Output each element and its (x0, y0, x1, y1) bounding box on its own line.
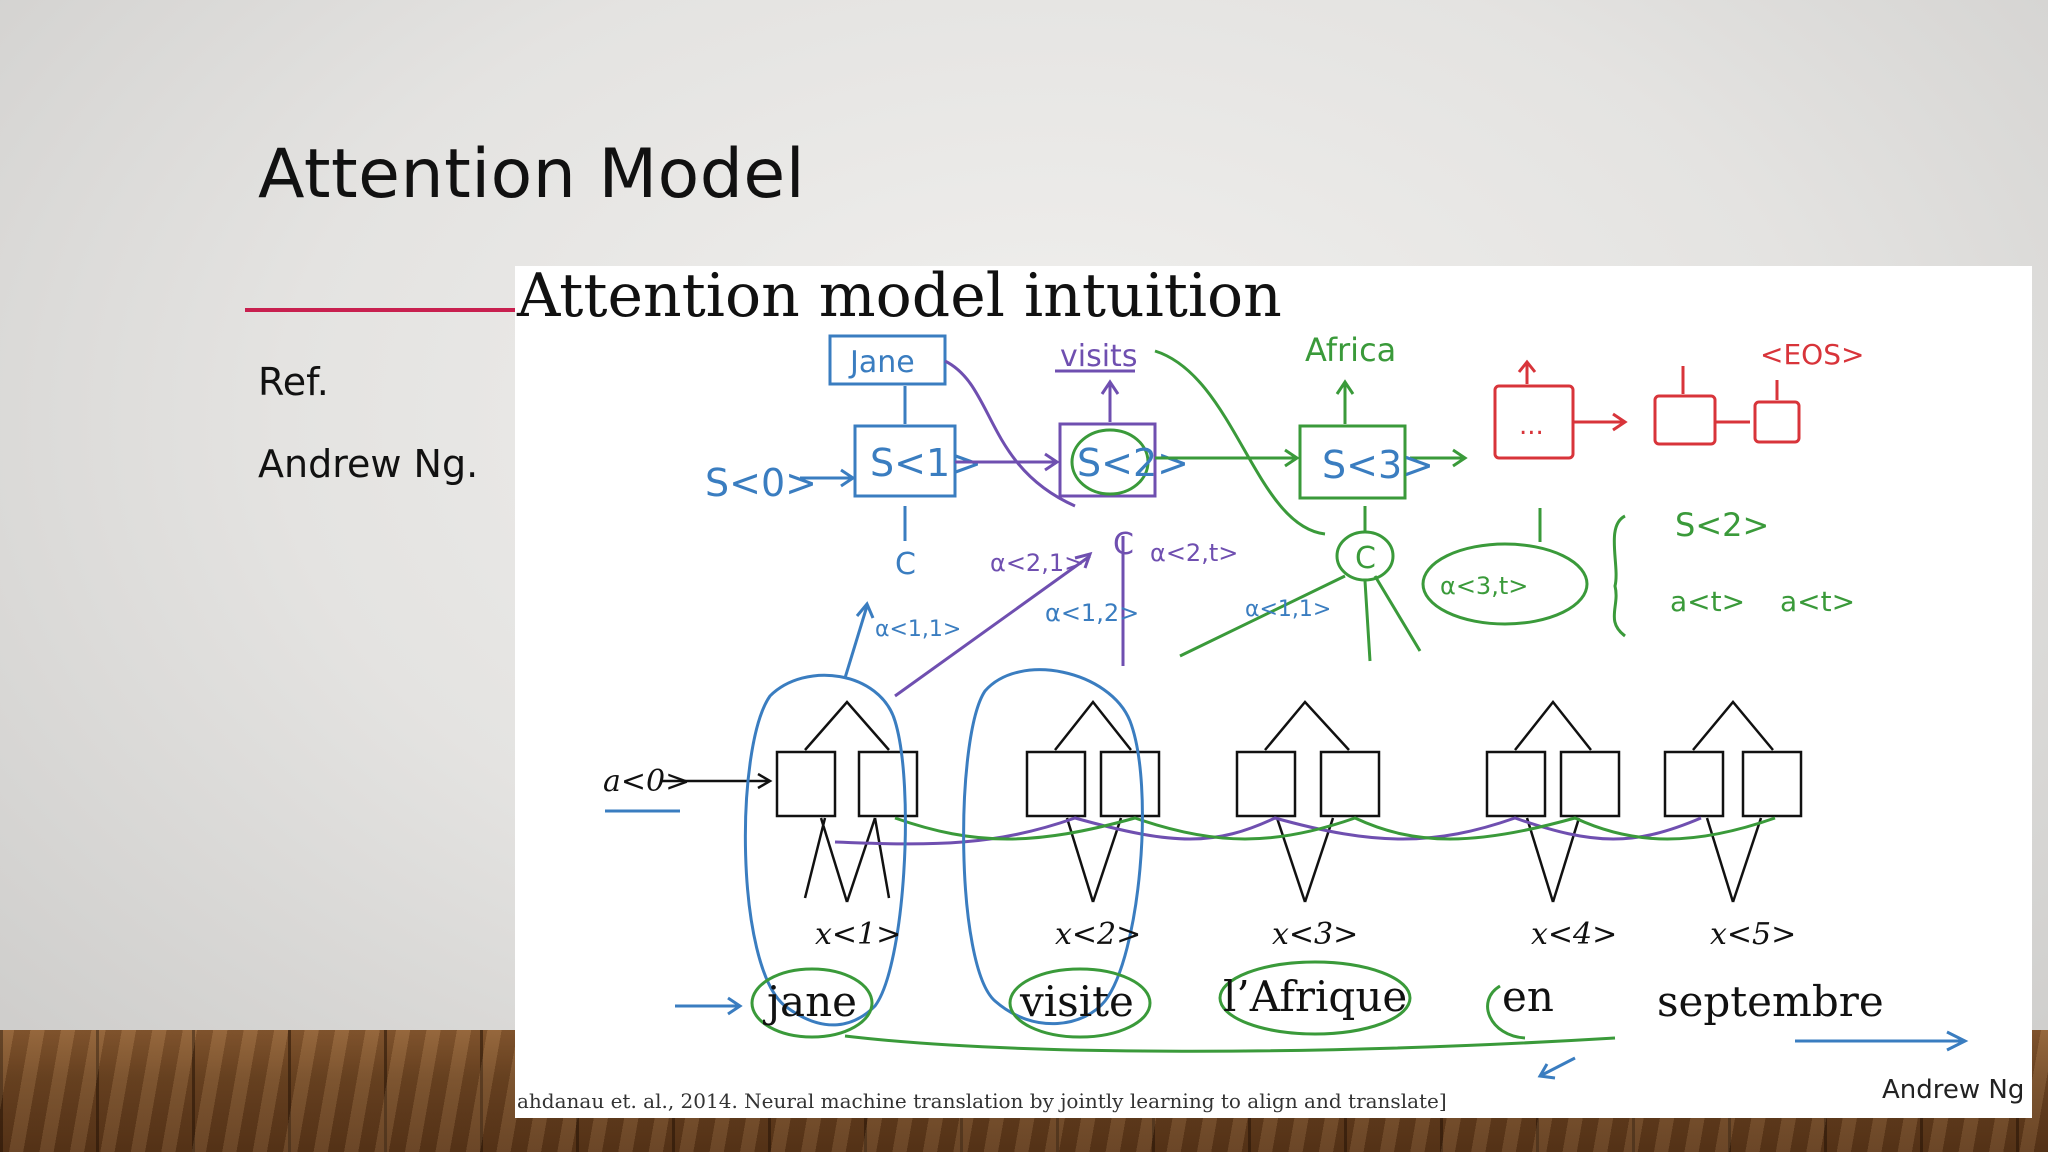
attention-loops-blue (605, 668, 1969, 1080)
input-word-1: jane (762, 977, 857, 1026)
input-word-2: visite (1019, 977, 1134, 1026)
context-c1: C (895, 547, 916, 582)
reference-label: Ref. (258, 360, 329, 404)
title-underline-divider (245, 308, 517, 312)
attention-diagram: Attention model intuition ... <EOS> Jane… (516, 266, 2024, 1113)
input-x-3: x<3> (1272, 917, 1358, 952)
input-word-4: en (1502, 972, 1554, 1021)
figure-citation: ahdanau et. al., 2014. Neural machine tr… (517, 1089, 1447, 1113)
decoder-tail-red (1493, 359, 1801, 460)
alpha-2-t: α<2,t> (1150, 539, 1238, 567)
alpha-2-1: α<2,1> (990, 549, 1084, 577)
context-c2: C (1113, 527, 1134, 562)
input-x-4: x<4> (1531, 917, 1617, 952)
context-c3: C (1355, 541, 1376, 576)
attention-loops-green (750, 960, 1616, 1053)
state-s0: S<0> (705, 461, 817, 505)
page-title: Attention Model (258, 135, 806, 214)
input-x-1: x<1> (815, 917, 901, 952)
input-x-5: x<5> (1710, 917, 1796, 952)
attention-figure: Attention model intuition ... <EOS> Jane… (515, 266, 2032, 1118)
decoder-step-1 (800, 334, 957, 679)
encoder-arrows (660, 699, 1774, 903)
reference-author: Andrew Ng. (258, 442, 479, 486)
encoder-cells (775, 750, 1803, 818)
decoder-step-3 (1154, 349, 1626, 662)
state-s2: S<2> (1077, 441, 1189, 485)
input-words: jane visite l’Afrique en septembre (762, 972, 1884, 1026)
decoder-step-2 (894, 359, 1157, 698)
input-word-5: septembre (1657, 977, 1884, 1026)
input-word-3: l’Afrique (1223, 972, 1407, 1021)
eos-token: <EOS> (1760, 338, 1864, 371)
output-jane: Jane (848, 345, 915, 380)
side-a-backward: a<t> (1780, 585, 1855, 618)
output-visits: visits (1060, 339, 1137, 374)
input-activation-a0: a<0> (603, 764, 690, 799)
s-dots: ... (1519, 411, 1544, 441)
input-labels: x<1> x<2> x<3> x<4> x<5> (815, 917, 1796, 952)
side-state-s: S<2> (1675, 506, 1769, 544)
figure-heading: Attention model intuition (516, 266, 1282, 331)
state-s3: S<3> (1322, 443, 1434, 487)
alpha-3-t: α<3,t> (1440, 572, 1528, 600)
input-x-2: x<2> (1055, 917, 1141, 952)
backward-recurrence (894, 816, 1776, 841)
alpha-1-1: α<1,1> (875, 617, 961, 642)
figure-credit: Andrew Ng (1882, 1075, 2024, 1105)
side-a-forward: a<t> (1670, 585, 1745, 618)
alpha-1-t: α<1,1> (1245, 597, 1331, 622)
output-africa: Africa (1305, 331, 1396, 369)
alpha-1-2: α<1,2> (1045, 599, 1139, 627)
